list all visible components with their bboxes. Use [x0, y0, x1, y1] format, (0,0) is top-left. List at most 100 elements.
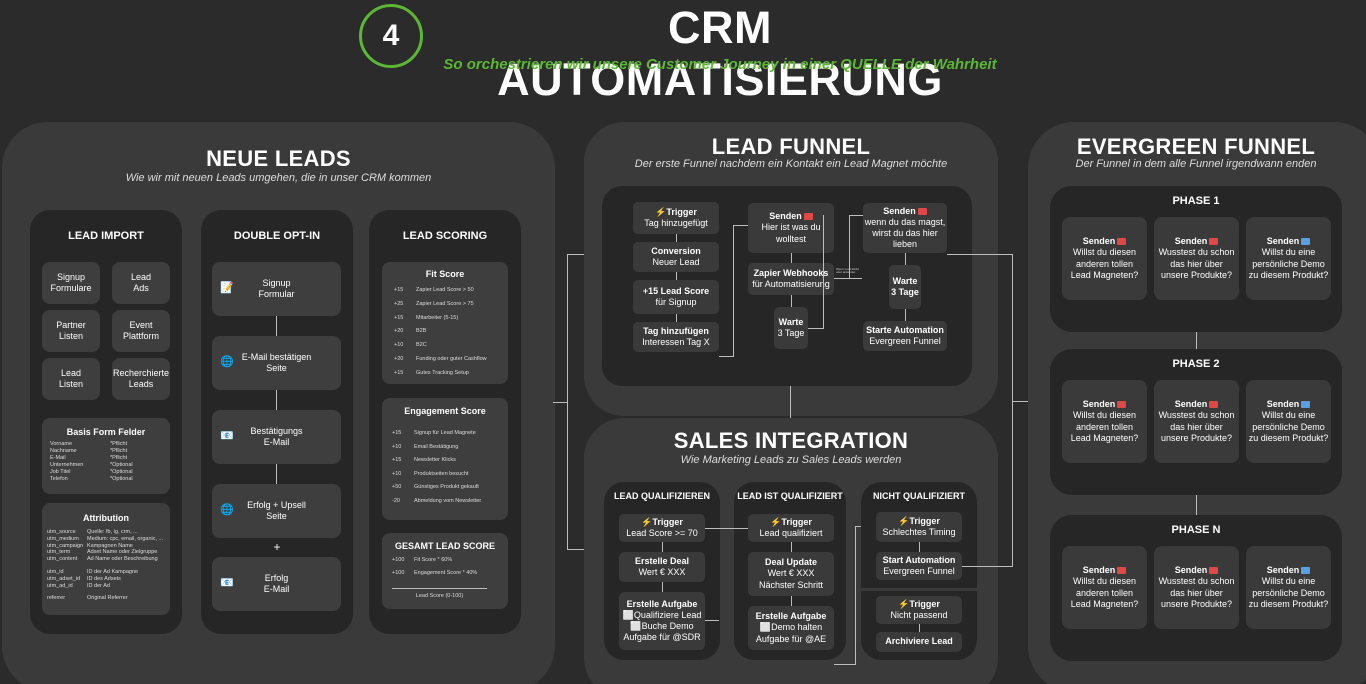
card-line: zu diesem Produkt?	[1248, 598, 1329, 609]
card-line: persönliche Demo	[1252, 587, 1325, 598]
row-key: +15	[394, 287, 404, 293]
row-key: +20	[394, 356, 404, 362]
email-icon: 📧	[220, 577, 234, 590]
card-action: Senden	[1174, 236, 1208, 246]
row-key: +100	[392, 557, 405, 563]
score-row: Vorname*Pflicht	[50, 441, 166, 447]
globe-icon: 🌐	[220, 504, 234, 517]
card-line: Willst du eine	[1261, 247, 1316, 258]
row-value: Adset Name oder Zielgruppe	[87, 549, 158, 556]
connector	[733, 225, 734, 357]
email-icon	[1117, 238, 1127, 246]
form-icon: 📝	[220, 282, 234, 295]
evergreen-funnel-title: EVERGREEN FUNNEL	[1076, 134, 1316, 159]
attribution-box: Attribution	[42, 503, 170, 615]
row-value: ID der Ad Kampagne	[87, 569, 139, 575]
connector	[662, 582, 663, 592]
row-key: utm_medium	[47, 535, 79, 542]
page-title: CRM AUTOMATISIERUNG	[497, 2, 943, 105]
row-value: *Optional	[110, 469, 133, 475]
row-key: utm_ad_id	[47, 582, 73, 589]
card-action: Senden	[1082, 399, 1116, 409]
connector	[676, 314, 677, 322]
connector	[962, 566, 1013, 567]
attribution-title: Attribution	[83, 513, 129, 523]
row-key: +10	[392, 470, 402, 477]
row-value: Gutes Tracking Setup	[416, 369, 469, 376]
score-row: E-Mail*Pflicht	[50, 455, 166, 461]
row-value: Fit Score * 60%	[414, 557, 453, 563]
row-key: Vorname	[50, 441, 73, 447]
card-heading: Senden	[1083, 236, 1127, 247]
row-key: +15	[392, 430, 402, 436]
row-value: Kampagnen Name	[87, 542, 133, 549]
row-key: utm_term	[47, 549, 71, 556]
sales-integration-subtitle: Wie Marketing Leads zu Sales Leads werde…	[680, 454, 902, 466]
score-row: Job Titel*Optional	[50, 469, 166, 475]
row-key: +10	[392, 443, 402, 450]
row-value: Mitarbeiter (5-15)	[416, 314, 459, 321]
connector	[567, 549, 585, 550]
connector	[905, 253, 906, 265]
connector	[662, 542, 663, 552]
connector	[1196, 332, 1197, 349]
evergreen-funnel-subtitle: Der Funnel in dem alle Funnel irgendwann…	[1075, 158, 1317, 170]
doi-connector	[276, 316, 277, 336]
row-key: Unternehmen	[50, 462, 84, 468]
row-key: +15	[392, 457, 402, 464]
connector	[855, 526, 856, 665]
connector	[676, 234, 677, 242]
total-divider	[392, 588, 487, 589]
row-value: ID der Ad	[87, 582, 110, 589]
email-icon	[1209, 401, 1219, 409]
connector	[834, 664, 856, 665]
card-line: unsere Produkte?	[1160, 432, 1233, 443]
card-line: anderen tollen	[1075, 258, 1134, 269]
lead-funnel-title: LEAD FUNNEL	[711, 134, 871, 159]
attribution-row: utm_term Adset Name oder Zielgruppe	[47, 549, 169, 555]
card-line: Willst du diesen	[1072, 410, 1137, 421]
row-key: +15	[394, 314, 404, 321]
card-line: unsere Produkte?	[1160, 269, 1233, 280]
row-value: *Optional	[110, 462, 133, 468]
connector	[919, 624, 920, 632]
connector	[705, 528, 748, 529]
connector	[808, 328, 824, 329]
email-icon	[1209, 238, 1219, 246]
row-key: E-Mail	[50, 455, 66, 461]
connector	[791, 253, 792, 263]
divider	[861, 588, 977, 591]
card-action: Senden	[1174, 565, 1208, 575]
card-heading: Senden	[1267, 236, 1311, 247]
sales-col-title: LEAD QUALIFIZIEREN	[614, 491, 710, 501]
card-action: Senden	[1266, 399, 1300, 409]
connector	[553, 402, 568, 403]
connector	[790, 386, 791, 418]
neue-leads-title: NEUE LEADS	[206, 146, 351, 171]
row-key: +100	[392, 570, 405, 576]
score-row: +10 Email Bestätigung	[392, 444, 504, 450]
engagement-score-box: Engagement Score	[382, 398, 508, 520]
card-line: das hier über	[1170, 421, 1223, 432]
score-row: +15 Mitarbeiter (5-15)	[394, 315, 504, 321]
row-value: Email Bestätigung	[414, 443, 459, 450]
connector	[1012, 401, 1030, 402]
card-line: Wusstest du schon	[1158, 410, 1235, 421]
connector	[849, 215, 863, 216]
score-row: Unternehmen *Optional	[50, 462, 166, 468]
phase-title: PHASE 1	[1172, 195, 1220, 207]
